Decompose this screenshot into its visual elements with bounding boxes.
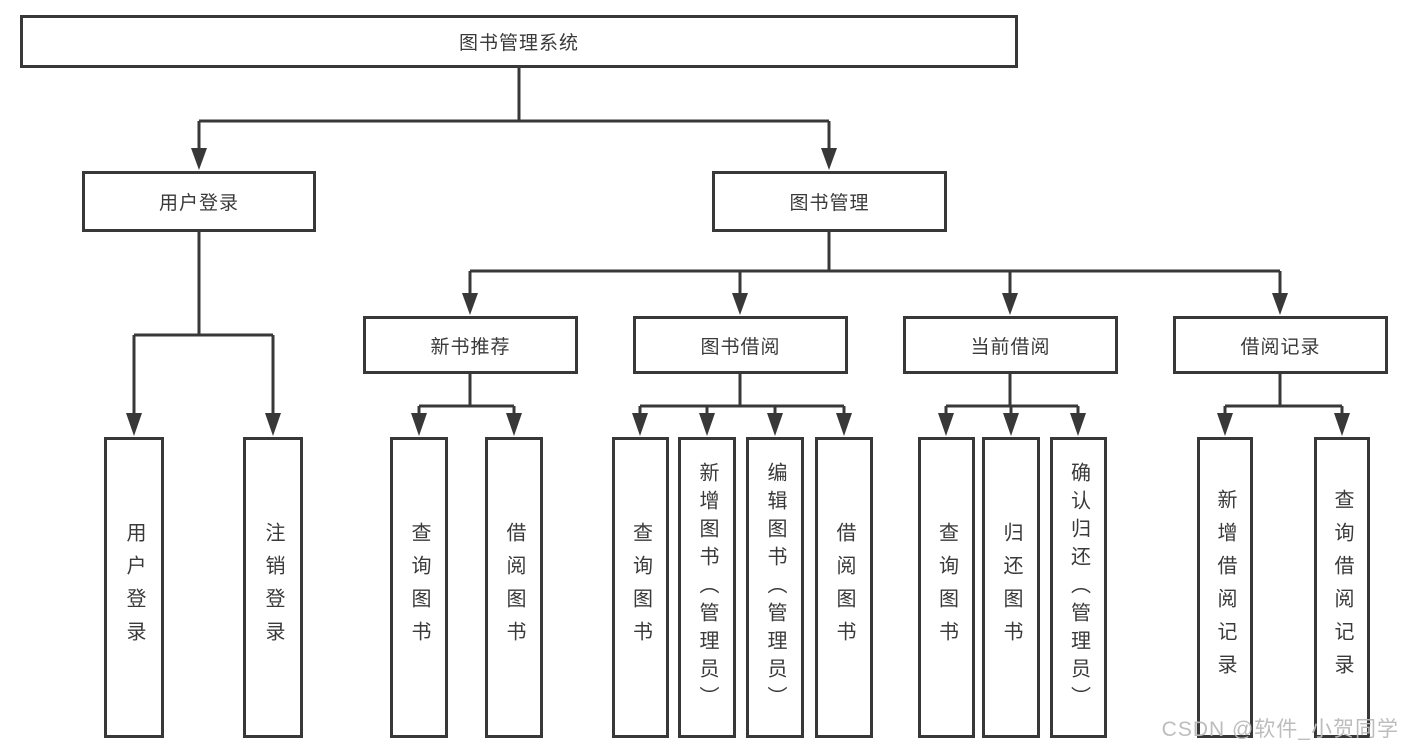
node-root-system: 图书管理系统: [20, 15, 1018, 68]
leaf-query-borrow-record: 查询借阅记录: [1314, 437, 1370, 738]
node-book-borrowing: 图书借阅: [633, 316, 848, 374]
leaf-query-books-recommend-label: 查询图书: [408, 521, 430, 654]
leaf-confirm-return-admin: 确认归还（管理员）: [1050, 437, 1107, 738]
leaf-add-books-admin: 新增图书（管理员）: [678, 437, 736, 738]
leaf-query-books-current: 查询图书: [918, 437, 975, 738]
leaf-confirm-return-admin-label: 确认归还（管理员）: [1067, 461, 1090, 714]
connector-user-login-children: [126, 230, 281, 436]
connector-new-book-recommend-children: [411, 372, 522, 436]
connector-root-to-level2: [191, 66, 837, 170]
leaf-query-books-recommend: 查询图书: [390, 437, 448, 738]
node-borrowing-records-label: 借阅记录: [1240, 336, 1321, 358]
node-book-borrowing-label: 图书借阅: [700, 336, 781, 358]
leaf-query-books-borrowing: 查询图书: [612, 437, 669, 738]
node-user-login: 用户登录: [82, 171, 316, 232]
leaf-return-books: 归还图书: [982, 437, 1040, 738]
node-new-book-recommend-label: 新书推荐: [430, 336, 511, 358]
node-current-borrowing: 当前借阅: [903, 316, 1118, 374]
connector-book-borrowing-children: [632, 372, 852, 436]
connector-book-management-children: [462, 230, 1288, 315]
node-borrowing-records: 借阅记录: [1173, 316, 1388, 374]
node-book-management-label: 图书管理: [789, 193, 870, 214]
leaf-user-login: 用户登录: [104, 437, 164, 738]
connector-current-borrowing-children: [938, 372, 1086, 436]
leaf-return-books-label: 归还图书: [1000, 521, 1022, 654]
leaf-edit-books-admin-label: 编辑图书（管理员）: [764, 461, 786, 714]
connector-borrowing-records-children: [1217, 372, 1350, 436]
node-current-borrowing-label: 当前借阅: [970, 336, 1051, 358]
node-user-login-label: 用户登录: [158, 193, 239, 214]
leaf-add-books-admin-label: 新增图书（管理员）: [696, 461, 718, 714]
leaf-add-borrow-record-label: 新增借阅记录: [1214, 488, 1236, 687]
leaf-borrow-books-label: 借阅图书: [833, 521, 855, 654]
leaf-borrow-books-recommend: 借阅图书: [485, 437, 543, 738]
leaf-borrow-books-recommend-label: 借阅图书: [503, 521, 525, 654]
leaf-query-borrow-record-label: 查询借阅记录: [1331, 488, 1353, 687]
leaf-add-borrow-record: 新增借阅记录: [1197, 437, 1253, 738]
leaf-borrow-books: 借阅图书: [815, 437, 873, 738]
leaf-user-login-label: 用户登录: [123, 521, 145, 654]
leaf-logout: 注销登录: [243, 437, 303, 738]
node-book-management: 图书管理: [712, 171, 947, 232]
leaf-query-books-current-label: 查询图书: [935, 521, 958, 654]
leaf-logout-label: 注销登录: [262, 521, 284, 654]
leaf-edit-books-admin: 编辑图书（管理员）: [746, 437, 804, 738]
node-new-book-recommend: 新书推荐: [363, 316, 578, 374]
leaf-query-books-borrowing-label: 查询图书: [629, 521, 652, 654]
node-root-label: 图书管理系统: [458, 33, 579, 54]
